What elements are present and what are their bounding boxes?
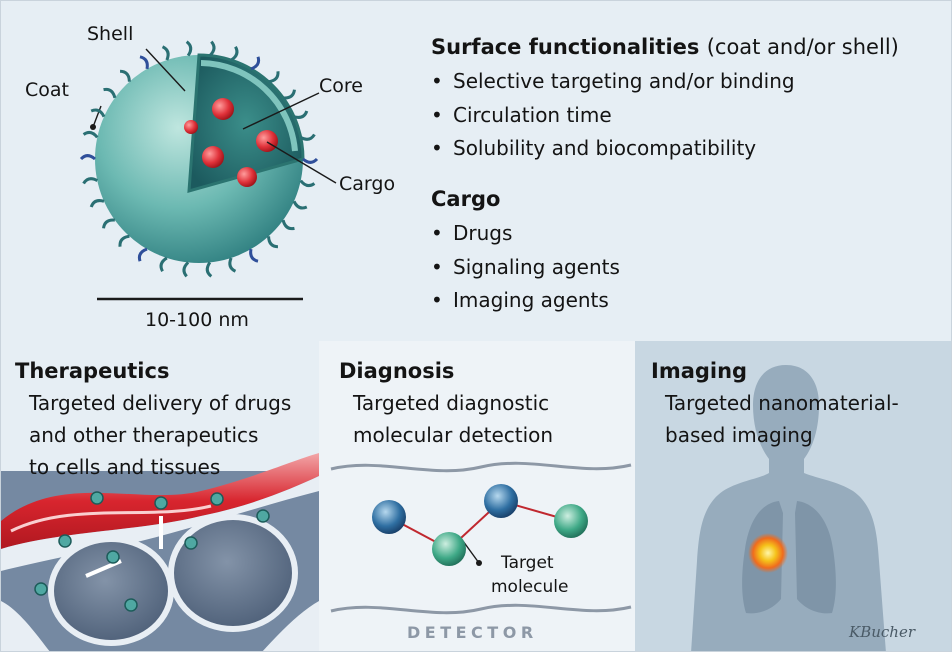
small-nanoparticles [34,491,270,612]
imaging-heading: Imaging [651,359,748,383]
artist-signature: KBucher [849,623,915,641]
detector-plate-top [330,461,632,473]
therapeutics-heading: Therapeutics [15,359,170,383]
ligand [228,257,237,273]
ligand [137,247,148,262]
therapeutics-line: to cells and tissues [29,455,221,479]
ligand [185,40,193,57]
surface-list: Selective targeting and/or binding Circu… [431,65,795,166]
ligand [302,157,319,164]
label-leaders [92,48,480,564]
ligand [89,199,105,208]
ligand [283,89,296,100]
small-nanoparticle [256,509,270,523]
therapeutics-line: and other therapeutics [29,423,259,447]
ligand [267,236,279,249]
ligand [82,130,99,139]
human-silhouette [691,365,886,651]
right-lung [795,501,836,614]
ligand [249,248,259,263]
cargo-item: Imaging agents [431,284,620,318]
diagnosis-line: molecular detection [353,423,554,447]
detection-particles [372,484,588,566]
ligand [281,219,295,231]
cargo-list: Drugs Signaling agents Imaging agents [431,217,620,318]
ligand [250,56,261,71]
ligand [268,71,280,84]
detector-label: DETECTOR [407,623,538,642]
ligand [103,87,117,99]
surface-item: Circulation time [431,99,795,133]
cargo-item: Drugs [431,217,620,251]
core-label: Core [319,75,363,97]
surface-item: Selective targeting and/or binding [431,65,795,99]
surface-item: Solubility and biocompatibility [431,132,795,166]
surface-heading: Surface functionalities (coat and/or she… [431,35,899,59]
ligand [79,154,96,161]
small-nanoparticle [106,550,120,564]
ligand [139,55,149,70]
ligand [90,108,106,118]
coat-label: Coat [25,79,69,101]
imaging-line: Targeted nanomaterial- [665,391,899,415]
scale-label: 10-100 nm [145,309,249,331]
small-nanoparticle [154,496,168,510]
nanoparticle [95,53,305,263]
cargo-label: Cargo [339,173,396,195]
ligand [293,110,309,119]
detector-plate-bottom [330,603,632,615]
coat-ligands [79,40,319,278]
ligand [161,45,170,61]
small-nanoparticle [124,598,138,612]
diagnosis-heading: Diagnosis [339,359,455,383]
tissue-scene [1,453,319,651]
small-nanoparticle [34,582,48,596]
ligand [119,69,131,82]
ligand [208,40,216,57]
therapeutics-line: Targeted delivery of drugs [29,391,292,415]
diagnosis-panel [319,341,635,651]
ligand [299,179,316,188]
ligand [230,46,239,62]
ligand [159,256,168,272]
ligand [102,218,115,229]
imaging-line: based imaging [665,423,813,447]
target-marker [476,560,482,566]
tumor-glow [748,533,788,573]
target-label-line: molecule [491,577,569,597]
ligand [205,261,213,278]
cargo-item: Signaling agents [431,251,620,285]
ligand [118,234,130,247]
cargo-heading: Cargo [431,187,501,211]
coat-marker [90,124,96,130]
shell-label: Shell [87,23,134,45]
ligand [300,133,316,141]
ligand [82,177,98,185]
diagnosis-line: Targeted diagnostic [353,391,550,415]
small-nanoparticle [90,491,104,505]
small-nanoparticle [184,536,198,550]
small-nanoparticle [210,492,224,506]
ligand [292,200,308,210]
ligand [182,261,190,278]
small-nanoparticle [58,534,72,548]
target-label-line: Target [501,553,554,573]
